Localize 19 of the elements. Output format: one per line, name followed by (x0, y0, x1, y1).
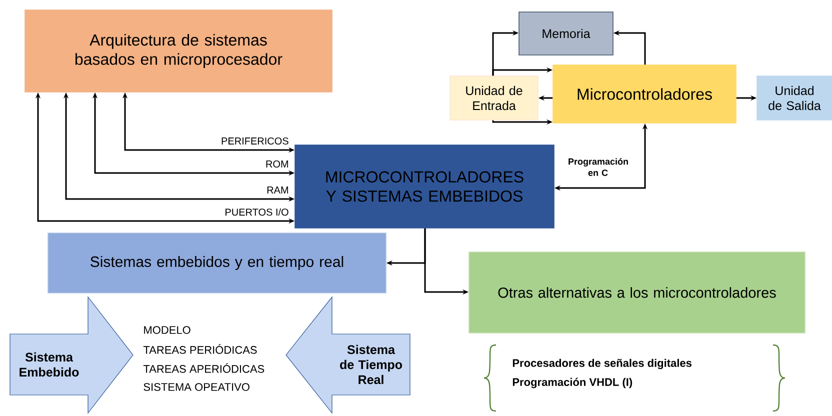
label: Procesadores de señales digitales (512, 358, 692, 370)
box: Memoria (518, 12, 614, 56)
edge-label: PERIFERICOS (222, 137, 288, 145)
label: Programación VHDL (I) (512, 378, 632, 388)
edge-label: ROM (266, 160, 288, 168)
label: TAREAS PERIÓDICAS (143, 344, 257, 354)
label: SISTEMA OPEATIVO (144, 383, 250, 391)
edge-label: Programación en C (568, 158, 628, 176)
box: Unidad de Salida (756, 76, 832, 120)
box: Sistemas embebidos y en tiempo real (48, 232, 386, 294)
box: Unidad de Entrada (450, 76, 538, 120)
box: Otras alternativas a los microcontroladores (468, 252, 806, 334)
edge-label: PUERTOS I/O (226, 208, 288, 216)
box: MICROCONTROLADORES Y SISTEMAS EMBEBIDOS (294, 144, 554, 228)
label: TAREAS APERIÓDICAS (143, 363, 264, 373)
box: Microcontroladores (552, 64, 736, 124)
edge-label: RAM (267, 186, 288, 194)
label: MODELO (144, 326, 190, 334)
box: Arquitectura de sistemas basados en microprocesador (24, 10, 332, 92)
